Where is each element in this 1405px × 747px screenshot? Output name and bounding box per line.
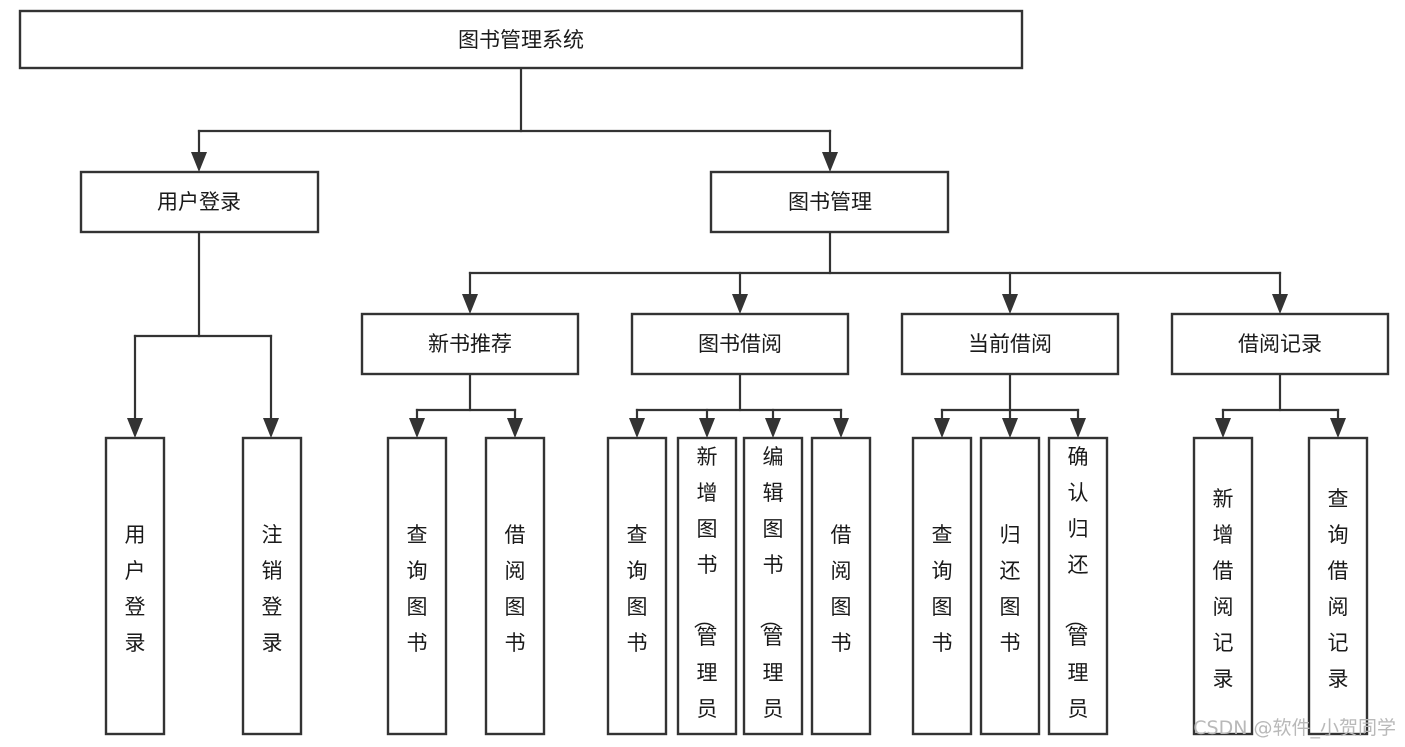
leaf-label: 借阅图书	[505, 523, 526, 655]
leaf-box	[810, 436, 872, 736]
node-book-management-box	[709, 170, 950, 234]
leaf-current-borrow-return-book[interactable]: 归还图书	[979, 436, 1041, 736]
node-borrow-record-box	[1170, 312, 1390, 376]
arrow-book-borrow-leaf-3	[833, 418, 849, 438]
arrow-to-book-borrow	[732, 294, 748, 314]
leaf-box	[911, 436, 973, 736]
arrow-root-to-user-login	[191, 152, 207, 172]
node-new-book-recommend-box	[360, 312, 580, 376]
leaf-box	[742, 436, 804, 736]
leaf-box	[386, 436, 448, 736]
node-user-login-label: 用户登录	[157, 190, 241, 214]
node-new-book-recommend-label: 新书推荐	[428, 332, 512, 356]
node-borrow-record-label: 借阅记录	[1238, 332, 1322, 356]
leaf-box	[241, 436, 303, 736]
node-book-borrow-box	[630, 312, 850, 376]
node-book-borrow[interactable]: 图书借阅	[630, 312, 850, 376]
node-user-login[interactable]: 用户登录	[79, 170, 320, 234]
leaf-book-borrow-borrow-book[interactable]: 借阅图书	[810, 436, 872, 736]
leaf-label: 查询借阅记录	[1328, 487, 1349, 691]
leaf-label: 查询图书	[932, 523, 953, 655]
leaf-box	[1307, 436, 1369, 736]
leaf-borrow-record-add-record[interactable]: 新增借阅记录	[1192, 436, 1254, 736]
leaf-label: 新增借阅记录	[1213, 487, 1234, 691]
leaf-user-login-logout[interactable]: 注销登录	[241, 436, 303, 736]
leaf-box	[104, 436, 166, 736]
leaf-box	[484, 436, 546, 736]
arrow-new-book-leaf-0	[409, 418, 425, 438]
arrow-user-login-leaf-0	[127, 418, 143, 438]
arrow-current-borrow-leaf-1	[1002, 418, 1018, 438]
leaf-book-borrow-add-book[interactable]: 新增图书（管理员）	[676, 436, 738, 747]
arrow-book-borrow-leaf-0	[629, 418, 645, 438]
leaf-box	[979, 436, 1041, 736]
leaf-label: 注销登录	[262, 523, 283, 655]
leaf-new-book-borrow-book[interactable]: 借阅图书	[484, 436, 546, 736]
arrow-borrow-record-leaf-0	[1215, 418, 1231, 438]
leaf-label: 查询图书	[407, 523, 428, 655]
node-borrow-record[interactable]: 借阅记录	[1170, 312, 1390, 376]
leaf-label: 查询图书	[627, 523, 648, 655]
connector-layer	[127, 66, 1346, 438]
arrow-to-new-book	[462, 294, 478, 314]
leaf-label: 用户登录	[125, 523, 146, 655]
node-current-borrow[interactable]: 当前借阅	[900, 312, 1120, 376]
leaf-label: 归还图书	[1000, 523, 1021, 655]
csdn-watermark: CSDN @软件_小贺同学	[1193, 717, 1396, 739]
arrow-user-login-leaf-1	[263, 418, 279, 438]
node-current-borrow-box	[900, 312, 1120, 376]
node-root-book-management-system[interactable]: 图书管理系统	[18, 9, 1024, 70]
node-book-borrow-label: 图书借阅	[698, 332, 782, 356]
node-current-borrow-label: 当前借阅	[968, 332, 1052, 356]
arrow-root-to-book-mgmt	[822, 152, 838, 172]
leaf-label: 编辑图书（管理员）	[758, 445, 784, 747]
arrow-to-current-borrow	[1002, 294, 1018, 314]
leaf-box	[676, 436, 738, 736]
arrow-current-borrow-leaf-0	[934, 418, 950, 438]
leaf-box	[1192, 436, 1254, 736]
leaf-label: 确认归还（管理员）	[1063, 445, 1089, 747]
arrow-to-borrow-record	[1272, 294, 1288, 314]
leaf-box	[1047, 436, 1109, 736]
leaf-current-borrow-confirm-return[interactable]: 确认归还（管理员）	[1047, 436, 1109, 747]
leaf-label: 借阅图书	[831, 523, 852, 655]
arrow-borrow-record-leaf-1	[1330, 418, 1346, 438]
node-root-box	[18, 9, 1024, 70]
arrow-book-borrow-leaf-2	[765, 418, 781, 438]
arrow-new-book-leaf-1	[507, 418, 523, 438]
arrow-book-borrow-leaf-1	[699, 418, 715, 438]
leaf-book-borrow-edit-book[interactable]: 编辑图书（管理员）	[742, 436, 804, 747]
leaf-user-login-user-login[interactable]: 用户登录	[104, 436, 166, 736]
leaf-new-book-query-book[interactable]: 查询图书	[386, 436, 448, 736]
leaf-current-borrow-query-book[interactable]: 查询图书	[911, 436, 973, 736]
leaf-borrow-record-query-record[interactable]: 查询借阅记录	[1307, 436, 1369, 736]
leaf-box	[606, 436, 668, 736]
node-root-label: 图书管理系统	[458, 28, 584, 52]
node-book-management-label: 图书管理	[788, 190, 872, 214]
arrow-current-borrow-leaf-2	[1070, 418, 1086, 438]
leaf-book-borrow-query-book[interactable]: 查询图书	[606, 436, 668, 736]
leaf-label: 新增图书（管理员）	[692, 445, 718, 747]
node-user-login-box	[79, 170, 320, 234]
node-new-book-recommend[interactable]: 新书推荐	[360, 312, 580, 376]
node-book-management[interactable]: 图书管理	[709, 170, 950, 234]
